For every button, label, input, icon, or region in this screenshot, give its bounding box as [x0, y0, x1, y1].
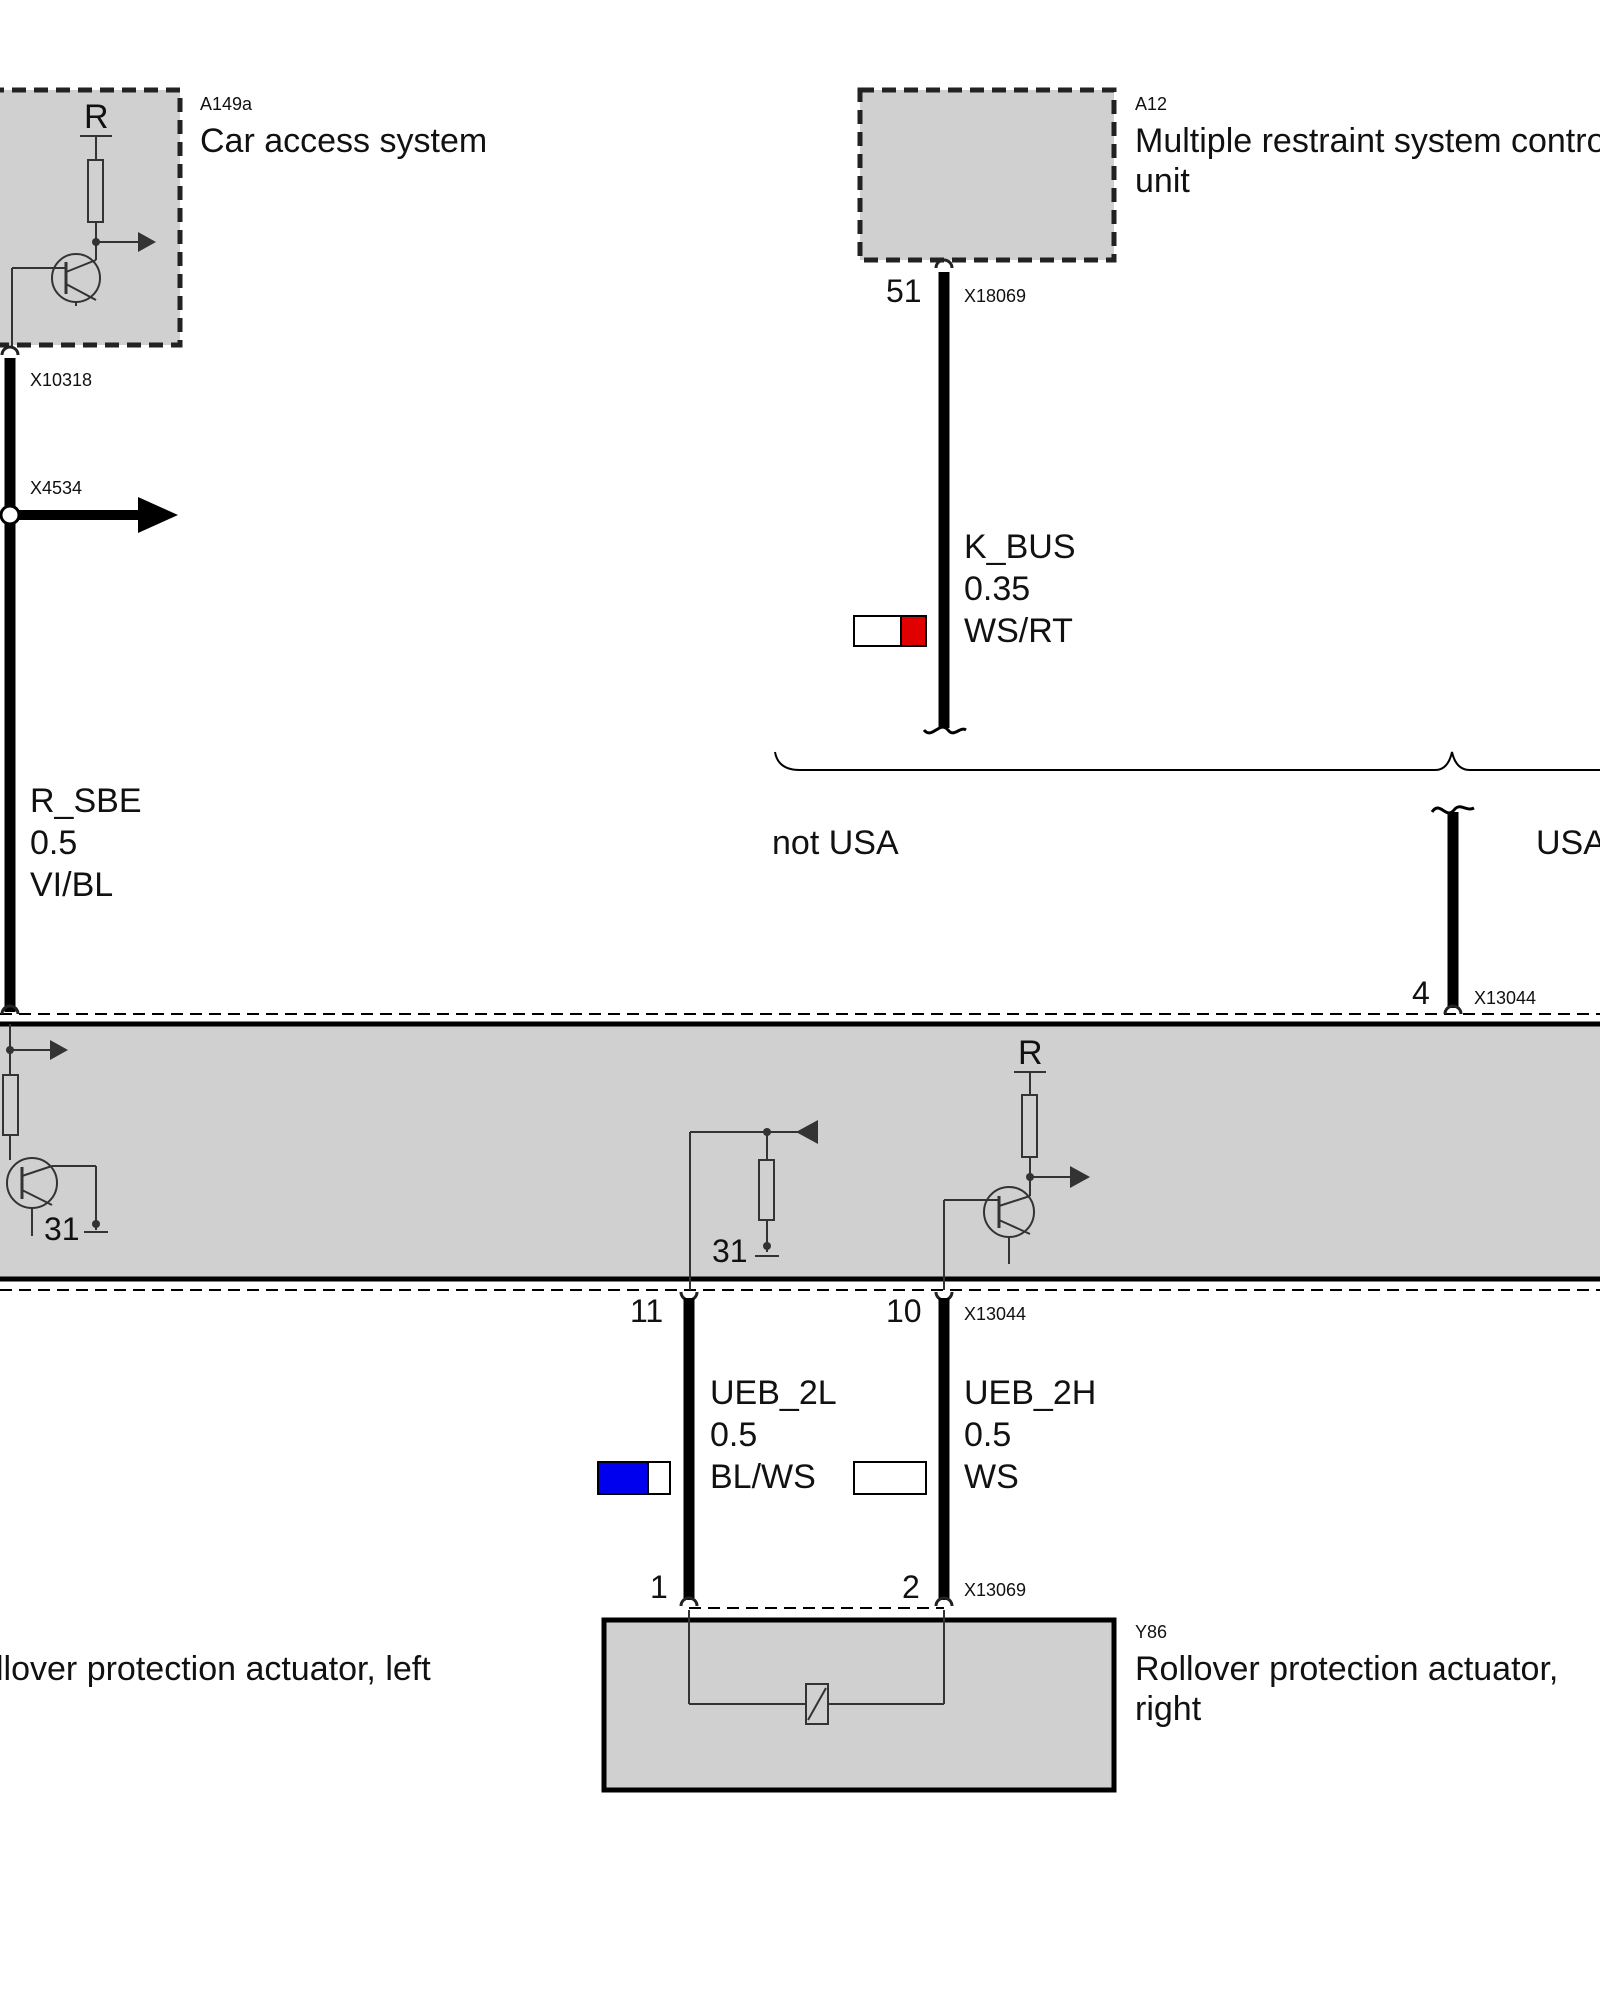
r-sbe-color: VI/BL — [30, 866, 113, 904]
actuator-right-name-line1: Rollover protection actuator, — [1135, 1650, 1558, 1688]
splice-connector: X4534 — [30, 478, 82, 498]
ueb-2l-signal: UEB_2L — [710, 1374, 837, 1412]
variant-usa: USA — [1536, 824, 1600, 862]
actuator-left-name: llover protection actuator, left — [0, 1650, 431, 1688]
mrs-name-line2: unit — [1135, 162, 1190, 200]
ueb-2l-size: 0.5 — [710, 1416, 757, 1454]
center-right-circuit — [943, 1071, 1090, 1290]
mrs-box — [857, 87, 1117, 263]
center-pin-right: 10 — [886, 1293, 922, 1329]
center-ground-left: 31 — [44, 1211, 80, 1247]
mrs-code: A12 — [1135, 94, 1167, 114]
k-bus-color: WS/RT — [964, 612, 1073, 650]
actuator-right-box — [601, 1610, 1117, 1793]
car-access-system-box — [0, 87, 183, 348]
r-sbe-size: 0.5 — [30, 824, 77, 862]
r-label-center: R — [1018, 1034, 1043, 1072]
center-connector-top: X13044 — [1474, 988, 1536, 1008]
variant-not-usa: not USA — [772, 824, 899, 862]
center-unit-box — [0, 1021, 1600, 1282]
center-pin-top: 4 — [1412, 975, 1430, 1011]
ueb-2h-color: WS — [964, 1458, 1019, 1496]
ueb-2l-color: BL/WS — [710, 1458, 816, 1496]
variant-brace — [774, 751, 1600, 771]
car-access-connector: X10318 — [30, 370, 92, 390]
car-access-code: A149a — [200, 94, 253, 114]
ueb-2l-color-swatch — [597, 1461, 671, 1495]
k-bus-color-swatch — [853, 615, 927, 647]
actuator-connector: X13069 — [964, 1580, 1026, 1600]
center-left-circuit — [2, 1024, 108, 1236]
actuator-pin-1: 1 — [650, 1569, 668, 1605]
ueb-2h-signal: UEB_2H — [964, 1374, 1096, 1412]
k-bus-signal: K_BUS — [964, 528, 1076, 566]
ueb-2h-size: 0.5 — [964, 1416, 1011, 1454]
car-access-name: Car access system — [200, 122, 487, 160]
center-connector-bottom: X13044 — [964, 1304, 1026, 1324]
r-label-top: R — [84, 98, 109, 136]
mrs-pin: 51 — [886, 273, 922, 309]
center-pin-left: 11 — [630, 1293, 663, 1329]
r-sbe-signal: R_SBE — [30, 782, 142, 820]
ueb-2h-color-swatch — [853, 1461, 927, 1495]
actuator-right-name-line2: right — [1135, 1690, 1202, 1728]
k-bus-size: 0.35 — [964, 570, 1030, 608]
actuator-right-code: Y86 — [1135, 1622, 1167, 1642]
actuator-pin-2: 2 — [902, 1569, 920, 1605]
center-mid-circuit — [689, 1120, 818, 1290]
splice-x4534 — [0, 497, 178, 533]
mrs-name-line1: Multiple restraint system control — [1135, 122, 1600, 160]
center-ground-mid: 31 — [712, 1233, 748, 1269]
mrs-connector: X18069 — [964, 286, 1026, 306]
